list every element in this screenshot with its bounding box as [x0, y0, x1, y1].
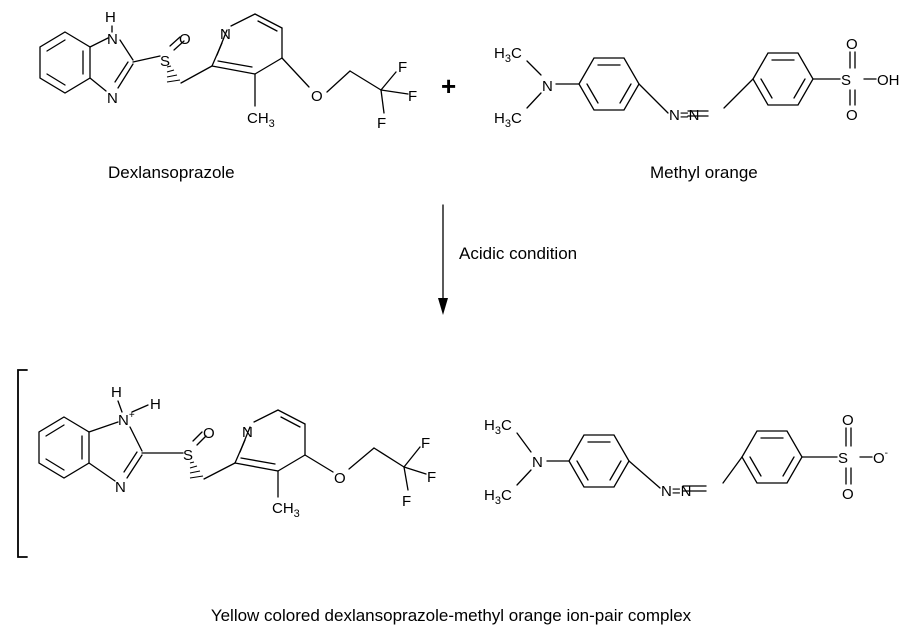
cation-hydrogen-1-label: H: [111, 384, 122, 401]
pyridine-nitrogen-label: N: [220, 26, 231, 43]
cation-pyridine-nitrogen-label: N: [242, 424, 253, 441]
dimethyl-group-a-label: H3C: [494, 45, 522, 65]
fluorine-1-label: F: [398, 59, 407, 76]
methyl-label: CH3: [247, 110, 275, 130]
cation-imine-nitrogen-label: N: [115, 479, 126, 496]
sulfonyl-sulfur-label: S: [841, 72, 851, 89]
cation-methyl-label: CH3: [272, 500, 300, 520]
cation-fluorine-2-label: F: [427, 469, 436, 486]
reaction-arrow: [438, 204, 448, 315]
cation-fluorine-3-label: F: [402, 493, 411, 510]
complex-bracket: [17, 369, 28, 558]
cation-sulfinyl-oxygen-label: O: [203, 425, 215, 442]
plus-sign: +: [441, 71, 456, 101]
anion-sulfur-label: S: [838, 450, 848, 467]
amine-nitrogen-label: N: [542, 78, 553, 95]
ether-oxygen-label: O: [311, 88, 323, 105]
methyl-orange-structure: H3C N H3C N=N S O O OH: [494, 36, 900, 130]
sulfinyl-oxygen-label: O: [179, 31, 191, 48]
anion-oxide-label: O-: [873, 448, 888, 467]
product-label: Yellow colored dexlansoprazole-methyl or…: [211, 606, 692, 625]
hydroxyl-label: OH: [877, 72, 900, 89]
protonated-nitrogen-label: N+: [118, 410, 135, 429]
sulfinyl-sulfur-label: S: [160, 53, 170, 70]
dexlansoprazole-cation-structure: H N+ H N S O N CH3 O F F F: [38, 384, 436, 520]
fluorine-3-label: F: [377, 115, 386, 132]
dexlansoprazole-label: Dexlansoprazole: [108, 163, 235, 182]
cation-fluorine-1-label: F: [421, 435, 430, 452]
imidazole-n-nitrogen-label: N: [107, 90, 118, 107]
cation-ether-oxygen-label: O: [334, 470, 346, 487]
cation-sulfur-label: S: [183, 447, 193, 464]
dimethyl-group-b-label: H3C: [494, 110, 522, 130]
azo-group-label: N=N: [669, 107, 699, 124]
cation-hydrogen-2-label: H: [150, 396, 161, 413]
anion-azo-group-label: N=N: [661, 483, 691, 500]
sulfonyl-oxygen-bottom-label: O: [846, 107, 858, 124]
anion-dimethyl-group-b-label: H3C: [484, 487, 512, 507]
sulfonyl-oxygen-top-label: O: [846, 36, 858, 53]
anion-oxygen-top-label: O: [842, 412, 854, 429]
imidazole-nh-nitrogen-label: N: [107, 31, 118, 48]
nh-hydrogen-label: H: [105, 9, 116, 26]
methyl-orange-anion-structure: H3C N H3C N=N S O O O-: [484, 412, 888, 507]
anion-amine-nitrogen-label: N: [532, 454, 543, 471]
dexlansoprazole-structure: H N N S O N CH3 O F F F: [39, 9, 417, 132]
reaction-condition-label: Acidic condition: [459, 244, 577, 263]
fluorine-2-label: F: [408, 88, 417, 105]
methyl-orange-label: Methyl orange: [650, 163, 758, 182]
anion-oxygen-bottom-label: O: [842, 486, 854, 503]
anion-dimethyl-group-a-label: H3C: [484, 417, 512, 437]
